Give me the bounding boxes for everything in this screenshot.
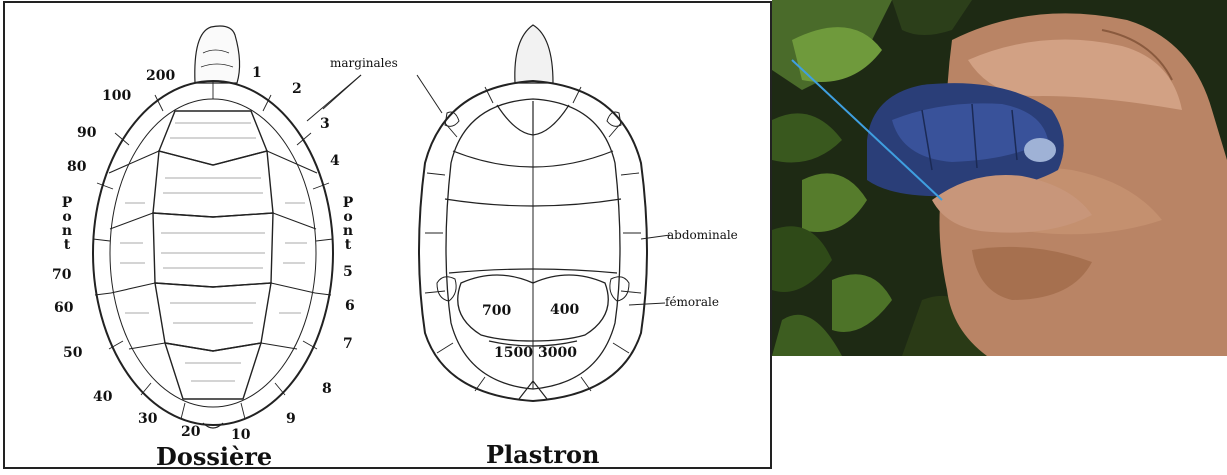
plastron-number-1500: 1500 [494, 345, 533, 361]
carapace-number-8: 8 [322, 381, 332, 397]
carapace-number-1: 1 [252, 65, 262, 81]
carapace-number-100: 100 [102, 88, 131, 104]
carapace-number-60: 60 [54, 300, 74, 316]
plastron-number-3000: 3000 [538, 345, 577, 361]
carapace-number-80: 80 [67, 159, 87, 175]
pont-left-label: Pont [59, 195, 75, 251]
plastron-drawing [307, 25, 670, 401]
carapace-number-40: 40 [93, 389, 113, 405]
carapace-number-10: 10 [231, 427, 251, 443]
carapace-number-2: 2 [292, 81, 302, 97]
carapace-number-4: 4 [330, 153, 340, 169]
carapace-number-9: 9 [286, 411, 296, 427]
dossiere-title: Dossière [156, 442, 272, 471]
carapace-number-200: 200 [146, 68, 175, 84]
marginales-label: marginales [330, 56, 398, 70]
femorale-label: fémorale [665, 295, 719, 309]
pont-right-label: Pont [340, 195, 356, 251]
turtle-measurement-photo [772, 0, 1227, 356]
carapace-number-90: 90 [77, 125, 97, 141]
abdominale-label: abdominale [667, 228, 738, 242]
carapace-number-5: 5 [343, 264, 353, 280]
turtle-diagram: 200 100 90 80 70 60 50 40 30 20 10 1 2 3… [5, 3, 774, 471]
carapace-number-6: 6 [345, 298, 355, 314]
plastron-number-700: 700 [482, 303, 511, 319]
photo-illustration [772, 0, 1227, 356]
carapace-number-7: 7 [343, 336, 353, 352]
carapace-number-70: 70 [52, 267, 72, 283]
turtle-diagram-panel: 200 100 90 80 70 60 50 40 30 20 10 1 2 3… [3, 1, 772, 469]
carapace-number-30: 30 [138, 411, 158, 427]
carapace-number-3: 3 [320, 116, 330, 132]
carapace-number-20: 20 [181, 424, 201, 440]
plastron-title: Plastron [486, 440, 599, 469]
carapace-left-numbers: 200 100 90 80 70 60 50 40 30 20 10 [52, 68, 251, 443]
carapace-number-50: 50 [63, 345, 83, 361]
plastron-number-400: 400 [550, 302, 579, 318]
